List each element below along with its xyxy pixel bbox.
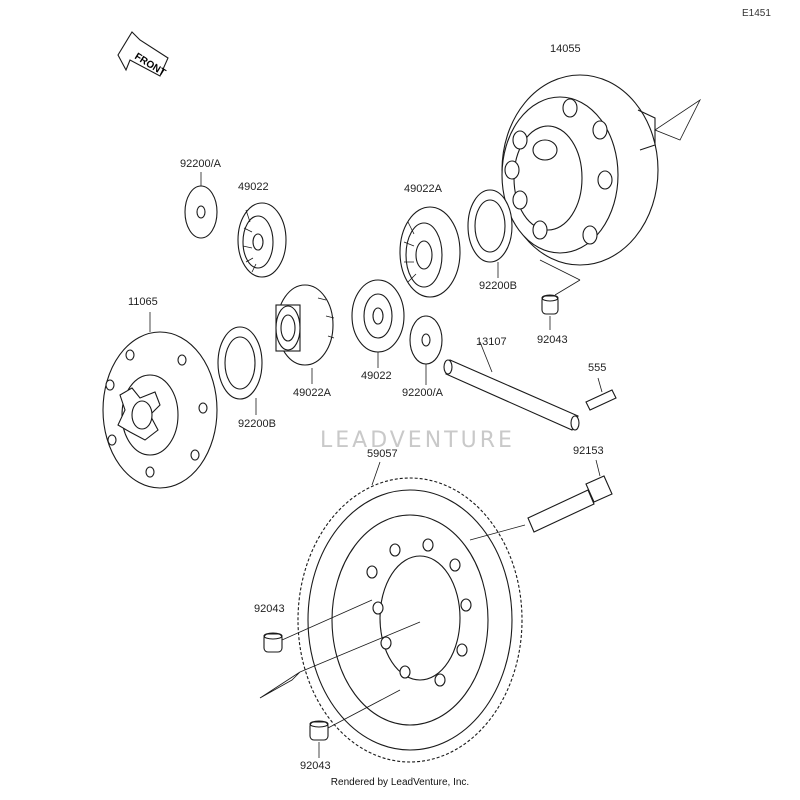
part-label-49022a-top: 49022A	[404, 183, 442, 195]
bolt-92153	[527, 459, 613, 533]
washer-92200a-mid	[409, 315, 443, 385]
side-gear-49022a-mid	[275, 284, 335, 384]
side-gear-49022a-top	[399, 206, 461, 298]
part-label-555: 555	[588, 362, 607, 374]
pinion-gear-49022-top	[237, 202, 287, 278]
part-label-59057: 59057	[367, 448, 398, 460]
part-label-14055: 14055	[550, 43, 581, 55]
part-label-92043-left: 92043	[254, 603, 285, 615]
dowel-pin-92043-left	[263, 599, 373, 653]
part-label-92200a-top: 92200/A	[180, 158, 221, 170]
watermark: LEADVENTURE	[320, 428, 515, 453]
washer-92200a-top	[184, 172, 218, 239]
part-label-92200b-right: 92200B	[479, 280, 517, 292]
dowel-pin-92043-right	[541, 294, 559, 330]
flange-cover-11065	[102, 312, 218, 489]
part-label-13107: 13107	[476, 336, 507, 348]
front-arrow-icon: FRONT	[117, 31, 169, 79]
part-label-49022-mid: 49022	[361, 370, 392, 382]
pin-555	[585, 377, 617, 411]
dowel-pin-92043-bottom	[309, 689, 401, 758]
part-label-92200a-mid: 92200/A	[402, 387, 443, 399]
washer-92200b-left	[217, 326, 263, 415]
part-label-49022a-mid: 49022A	[293, 387, 331, 399]
differential-case	[501, 74, 702, 296]
footer-credit: Rendered by LeadVenture, Inc.	[330, 777, 470, 788]
part-label-92043-right: 92043	[537, 334, 568, 346]
washer-92200b-right	[467, 189, 513, 278]
part-label-92153: 92153	[573, 445, 604, 457]
ring-gear-59057	[259, 461, 526, 763]
pinion-shaft-13107	[443, 341, 580, 431]
pinion-gear-49022-mid	[351, 279, 405, 368]
part-label-49022-top: 49022	[238, 181, 269, 193]
part-label-92043-bottom: 92043	[300, 760, 331, 772]
part-label-11065: 11065	[128, 296, 158, 308]
diagram-ref-code: E1451	[742, 8, 771, 19]
part-label-92200b-left: 92200B	[238, 418, 276, 430]
